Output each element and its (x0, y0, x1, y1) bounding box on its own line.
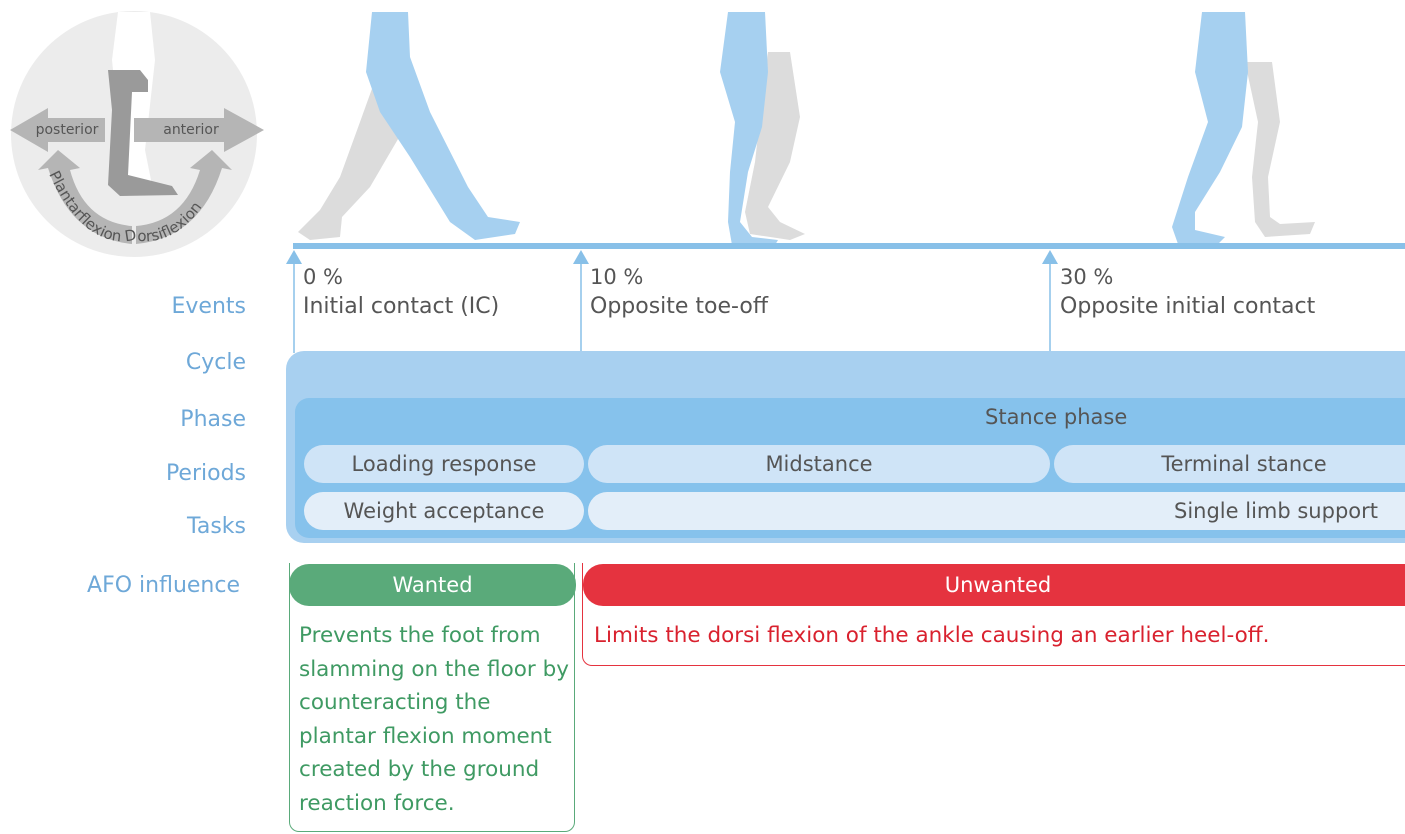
figure-opposite-toe-off (720, 12, 805, 245)
blue-leg-shape (720, 12, 778, 245)
grey-leg-shape (745, 52, 805, 240)
row-label-phase: Phase (180, 407, 246, 432)
figure-opposite-initial-contact (1172, 12, 1315, 244)
event-30-name: Opposite initial contact (1060, 294, 1316, 319)
event-marker-10 (573, 250, 589, 353)
event-0-name: Initial contact (IC) (303, 294, 500, 319)
legend-posterior: posterior (36, 122, 99, 138)
row-label-tasks: Tasks (187, 514, 246, 539)
period-terminal-stance: Terminal stance (1054, 445, 1405, 483)
afo-wanted-box (289, 563, 575, 832)
stance-phase-label: Stance phase (985, 405, 1128, 429)
blue-leg-shape (366, 12, 520, 240)
event-10-percent: 10 % (590, 265, 644, 289)
anterior-arrow-icon (134, 108, 264, 152)
event-10-name: Opposite toe-off (590, 294, 769, 319)
figure-initial-contact (298, 12, 520, 240)
task-weight-acceptance: Weight acceptance (304, 492, 584, 530)
blue-leg-shape (1172, 12, 1248, 244)
timeline (286, 243, 1405, 353)
afo-unwanted-box (582, 563, 1405, 666)
afo-wanted-text: Prevents the foot from slamming on the f… (299, 623, 569, 816)
posterior-arrow-icon (10, 108, 105, 152)
row-label-events: Events (171, 294, 247, 319)
event-0-percent: 0 % (303, 265, 343, 289)
afo-unwanted-text: Limits the dorsi flexion of the ankle ca… (594, 623, 1270, 648)
gait-figures (298, 12, 1315, 245)
plantarflexion-arrow-icon (38, 150, 132, 244)
legend-anterior: anterior (163, 122, 219, 138)
row-label-periods: Periods (165, 461, 246, 486)
afo-unwanted-header: Unwanted (583, 564, 1405, 606)
grey-leg-shape (1245, 62, 1315, 237)
event-30-percent: 30 % (1060, 265, 1114, 289)
orientation-legend: posterior anterior Plantarflexion Dorsif… (10, 11, 264, 257)
event-marker-0 (286, 250, 302, 353)
row-label-cycle: Cycle (185, 350, 246, 375)
row-label-afo: AFO influence (87, 573, 240, 598)
period-loading-response: Loading response (304, 445, 584, 483)
afo-brace-shape (108, 70, 178, 196)
timeline-bar (293, 243, 1405, 249)
task-single-limb-support: Single limb support (588, 492, 1405, 530)
afo-wanted-header: Wanted (289, 564, 576, 606)
dorsiflexion-arrow-icon (136, 150, 232, 244)
period-midstance: Midstance (588, 445, 1050, 483)
event-marker-30 (1042, 250, 1058, 353)
